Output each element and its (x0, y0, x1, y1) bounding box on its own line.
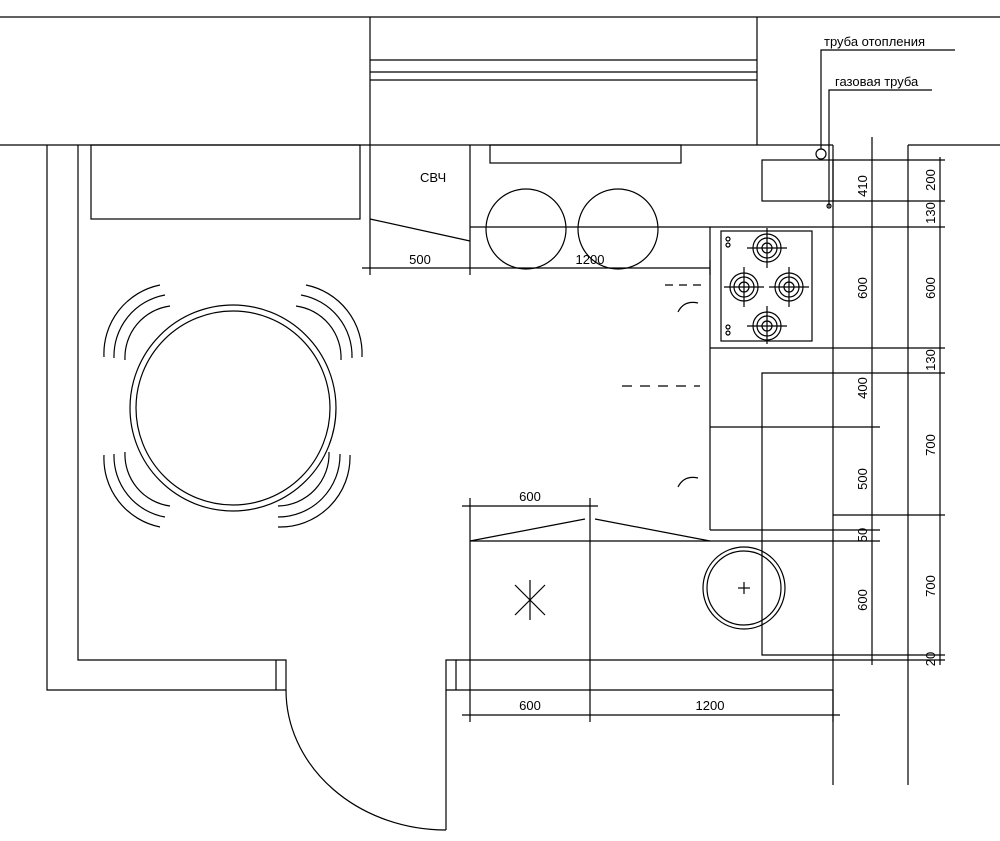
dining-table (103, 284, 363, 528)
burner-icon (724, 267, 764, 307)
window (370, 59, 757, 81)
dim-130: 130 (923, 349, 938, 371)
dim-600: 600 (519, 489, 541, 504)
dim-1200: 1200 (696, 698, 725, 713)
dim-700: 700 (923, 434, 938, 456)
microwave-cabinet (369, 145, 471, 242)
gas-stove (720, 228, 813, 344)
dim-400: 400 (855, 377, 870, 399)
dim-410: 410 (855, 175, 870, 197)
wall-cabinet-left (90, 144, 361, 220)
burner-icon (747, 228, 787, 268)
counter-top (470, 188, 833, 270)
heating-pipe-label: труба отопления (824, 34, 925, 49)
dim-20: 20 (923, 652, 938, 666)
dim-500: 500 (409, 252, 431, 267)
door[interactable] (285, 689, 447, 831)
range-hood (489, 144, 682, 164)
dim-500: 500 (855, 468, 870, 490)
microwave-label: СВЧ (420, 170, 446, 185)
dim-700: 700 (923, 575, 938, 597)
sink-counter (469, 518, 786, 660)
burner-icon (769, 267, 809, 307)
dimension-lines (362, 137, 945, 722)
dim-1200: 1200 (576, 252, 605, 267)
dim-600: 600 (855, 277, 870, 299)
walls (46, 145, 909, 785)
dim-600: 600 (923, 277, 938, 299)
dim-130: 130 (923, 202, 938, 224)
pipes (815, 49, 955, 209)
burner-icon (747, 306, 787, 344)
gas-pipe-label: газовая труба (835, 74, 919, 89)
dim-50: 50 (855, 528, 870, 542)
dim-200: 200 (923, 169, 938, 191)
right-cabinets (470, 159, 834, 656)
opening-marks (622, 284, 705, 488)
dim-600: 600 (519, 698, 541, 713)
dim-600: 600 (855, 589, 870, 611)
